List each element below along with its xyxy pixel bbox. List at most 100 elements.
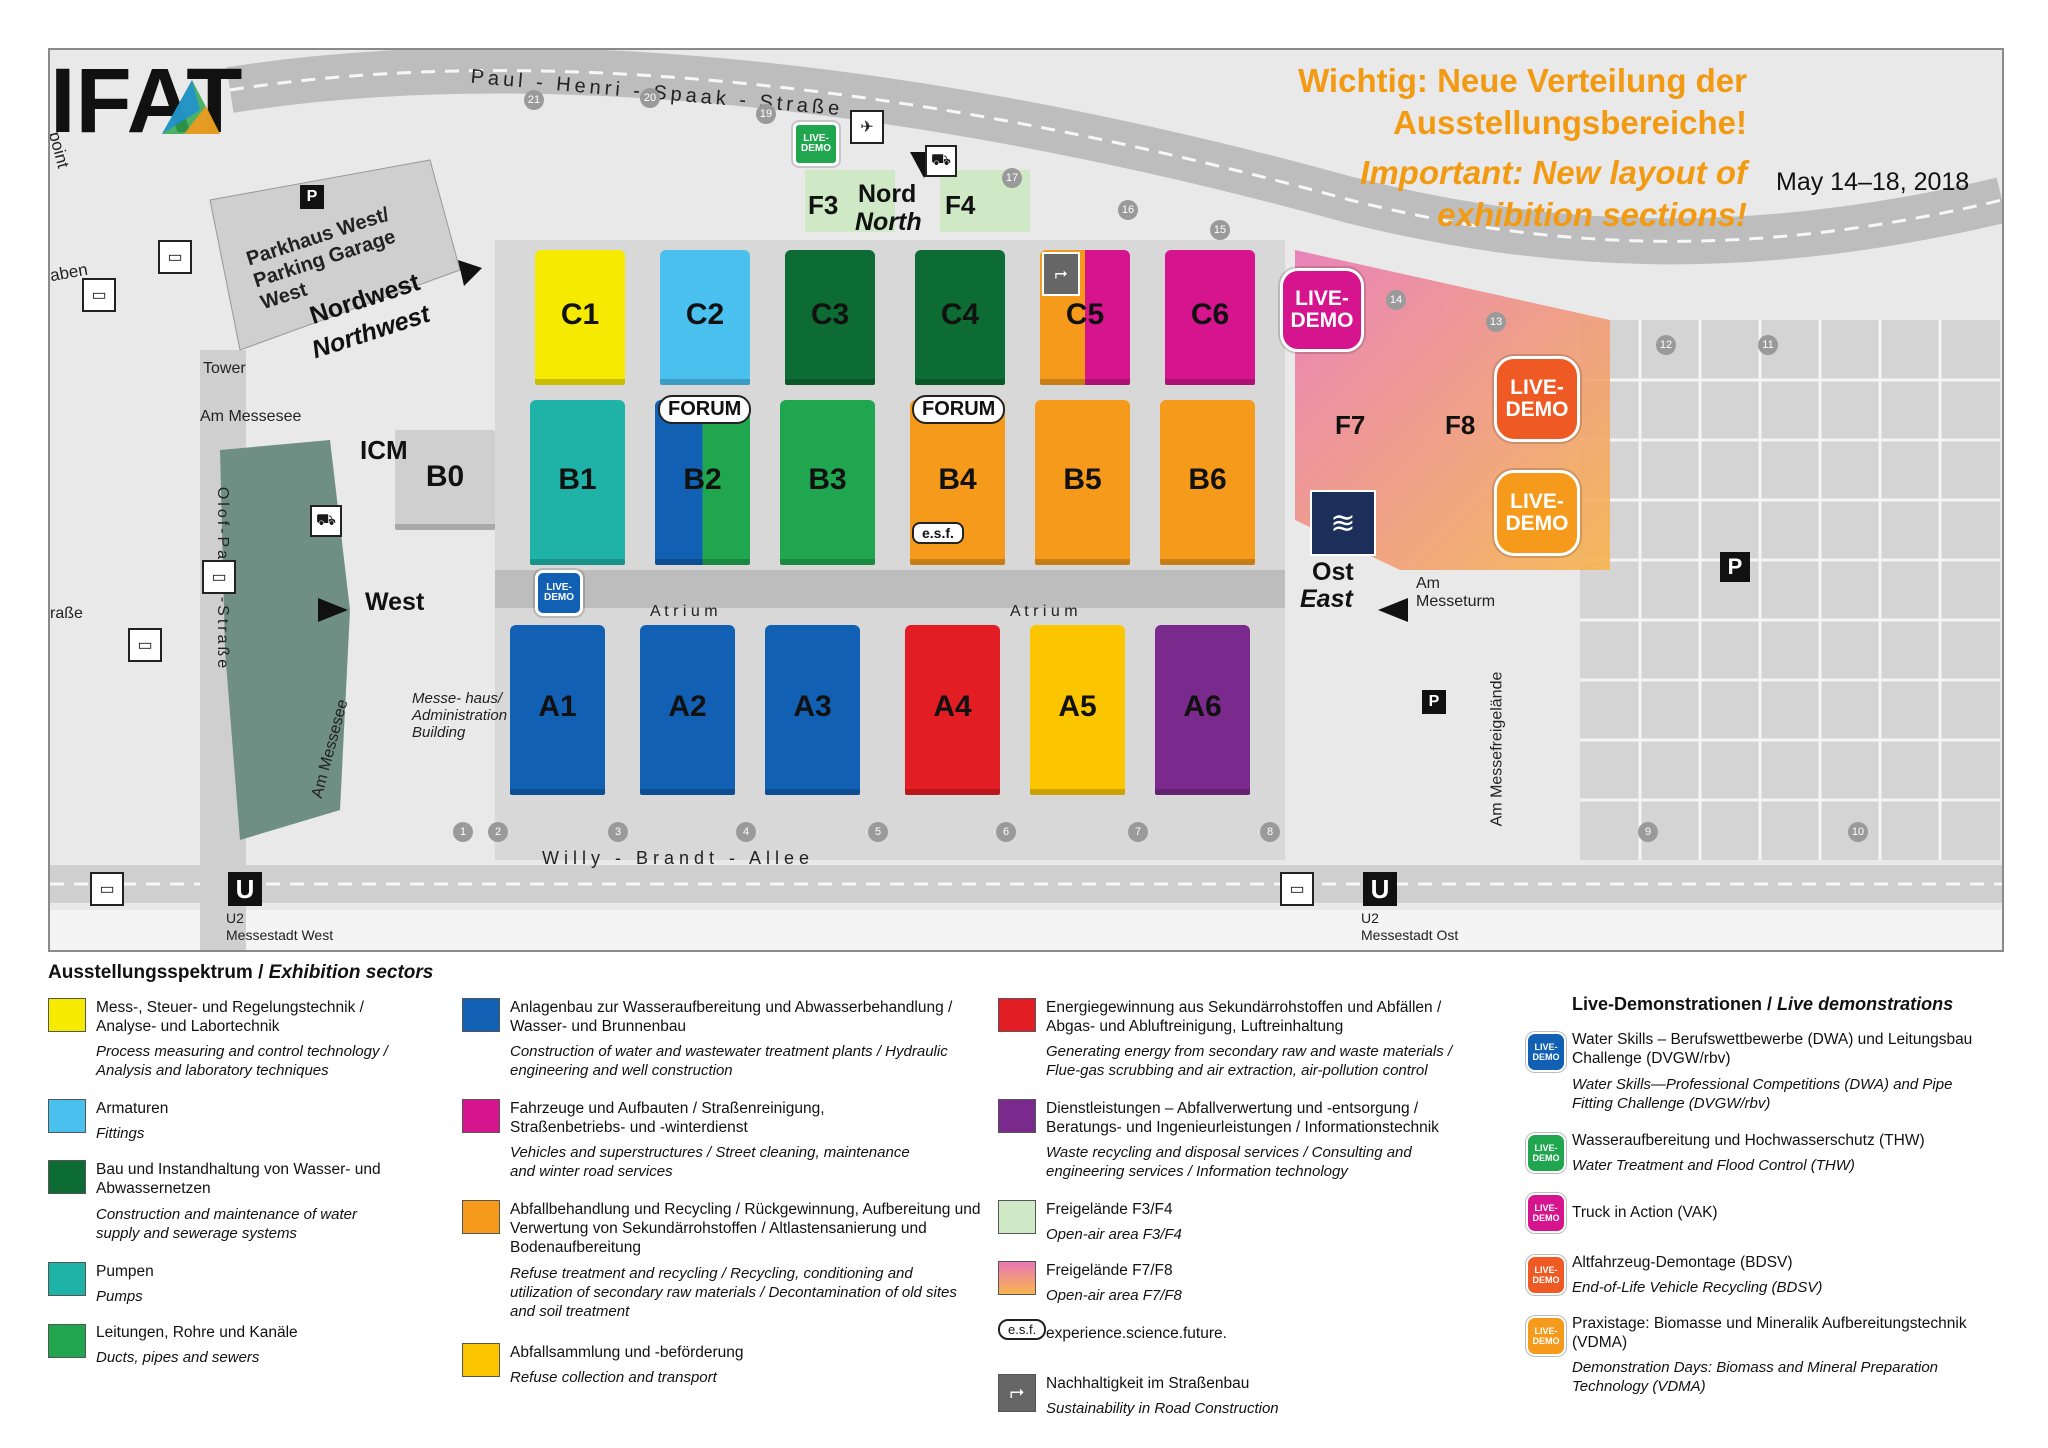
legend-sector-de: Fahrzeuge und Aufbauten / Straßenreinigu… [510,1100,825,1136]
ubahn-west-label: Messestadt West [226,927,334,943]
legend-sector-en: Waste recycling and disposal services / … [1046,1144,1412,1180]
hall-b2-label: B2 [683,462,722,496]
entrance-ost-label: Ost [1312,558,1354,586]
hall-c2-label: C2 [685,297,725,331]
legend-live-icon-blue: LIVE-DEMO [1526,1032,1566,1072]
hall-b5[interactable]: B5 [1035,400,1130,565]
gate-number: 12 [1656,335,1676,355]
hall-c5-label: C5 [1065,297,1105,331]
hall-a5[interactable]: A5 [1030,625,1125,795]
gate-number: 13 [1486,312,1506,332]
hall-b4-label: B4 [938,462,977,496]
ifat-logo: IFAT [50,50,243,152]
legend-title: Ausstellungsspektrum / Exhibition sector… [48,962,433,984]
hall-b1[interactable]: B1 [530,400,625,565]
hall-c3[interactable]: C3 [785,250,875,385]
hall-a6[interactable]: A6 [1155,625,1250,795]
legend-swatch-green [48,1324,86,1358]
forum-b4-label: FORUM [912,395,1006,424]
messe-muenchen-logo-icon: ≋ [1310,490,1376,556]
hall-b3[interactable]: B3 [780,400,875,565]
map-fragment-strasse: raße [50,605,83,622]
legend-sector-en: Construction and maintenance of water su… [96,1206,357,1242]
legend-swatch-gold [462,1343,500,1377]
hall-a4[interactable]: A4 [905,625,1000,795]
legend-sector-de: Freigelände F7/F8 [1046,1262,1173,1279]
legend-sector-de: experience.science.future. [1046,1325,1227,1342]
legend-swatch-magenta [462,1099,500,1133]
f7-label: F7 [1335,410,1366,440]
legend-live-icon-red-orange: LIVE-DEMO [1526,1255,1566,1295]
entrance-east-label: East [1300,585,1353,613]
notice-de-line2: Ausstellungsbereiche! [1393,104,1747,141]
legend-sector-en: Sustainability in Road Construction [1046,1400,1279,1417]
live-legend-title: Live-Demonstrationen / Live demonstratio… [1572,994,1953,1015]
gate-number: 19 [756,104,776,124]
atrium-west-label: A t r i u m [650,603,718,620]
entrance-north-label: North [855,208,922,236]
legend-title-en: Exhibition sectors [268,962,434,983]
taxi-icon: ⛟ [310,505,342,537]
hall-c4-label: C4 [940,297,980,331]
hall-a4-label: A4 [933,690,972,723]
legend-live-icon-magenta: LIVE-DEMO [1526,1193,1566,1233]
legend-sector-de: Energiegewinnung aus Sekundärrohstoffen … [1046,999,1442,1035]
legend-live-icon-green: LIVE-DEMO [1526,1133,1566,1173]
legend-sector-de: Nachhaltigkeit im Straßenbau [1046,1375,1250,1392]
gate-number: 15 [1210,220,1230,240]
legend-sector-en: Open-air area F3/F4 [1046,1226,1182,1243]
legend-sector-de: Pumpen [96,1263,154,1280]
hall-c6[interactable]: C6 [1165,250,1255,385]
legend-sector-en: Open-air area F7/F8 [1046,1287,1182,1304]
legend-swatch-red [998,998,1036,1032]
ubahn-ost-icon: U [1363,872,1397,906]
f3-label: F3 [808,190,839,220]
hall-a1[interactable]: A1 [510,625,605,795]
parking-garage-icon: P [1422,690,1446,714]
hall-c1[interactable]: C1 [535,250,625,385]
live-demo-vak-badge[interactable]: LIVE-DEMO [1280,268,1364,352]
bus-icon: ▭ [202,560,236,594]
hall-b0[interactable]: B0 [395,430,495,530]
legend-swatch-lightblue [48,1099,86,1133]
gate-number: 17 [1002,168,1022,188]
gate-number: 16 [1118,200,1138,220]
legend-sector-en: Fittings [96,1125,145,1142]
legend-title-de: Ausstellungsspektrum / [48,962,264,983]
hall-b5-label: B5 [1063,462,1102,496]
atrium-east-label: A t r i u m [1010,603,1078,620]
gate-number: 2 [488,822,508,842]
street-am-messesee: Am Messesee [200,408,302,425]
hall-c2[interactable]: C2 [660,250,750,385]
taxi-icon: ⛟ [925,145,957,177]
hall-c1-label: C1 [560,297,600,331]
live-demo-de: Altfahrzeug-Demontage (BDSV) [1572,1254,1793,1271]
hall-a5-label: A5 [1058,690,1097,723]
hall-b6-label: B6 [1188,462,1227,496]
live-demo-thw-badge[interactable]: LIVE-DEMO [793,122,839,166]
hall-b2[interactable]: B2 [655,400,750,565]
gate-number: 10 [1848,822,1868,842]
legend-swatch-orange [462,1200,500,1234]
legend-swatch-blue [462,998,500,1032]
hall-b6[interactable]: B6 [1160,400,1255,565]
event-date: May 14–18, 2018 [1776,168,1970,196]
hall-c4[interactable]: C4 [915,250,1005,385]
icm-label: ICM [360,435,408,465]
entrance-nord-label: Nord [858,180,917,208]
legend-sector-de: Armaturen [96,1100,169,1117]
live-demo-vdma-badge[interactable]: LIVE-DEMO [1494,470,1580,556]
legend-sector-de: Leitungen, Rohre und Kanäle [96,1324,298,1341]
legend-sector-en: Refuse treatment and recycling / Recycli… [510,1265,957,1320]
legend-swatch-teal [48,1262,86,1296]
tower-label: Tower [203,360,246,377]
gate-number: 3 [608,822,628,842]
bus-icon: ▭ [158,240,192,274]
ubahn-west-icon: U [228,872,262,906]
live-demo-bdsv-badge[interactable]: LIVE-DEMO [1494,356,1580,442]
live-demo-dwa-badge[interactable]: LIVE-DEMO [535,570,583,616]
legend-live-icon-orange: LIVE-DEMO [1526,1316,1566,1356]
esf-label: e.s.f. [912,522,964,544]
hall-a3[interactable]: A3 [765,625,860,795]
hall-a2[interactable]: A2 [640,625,735,795]
